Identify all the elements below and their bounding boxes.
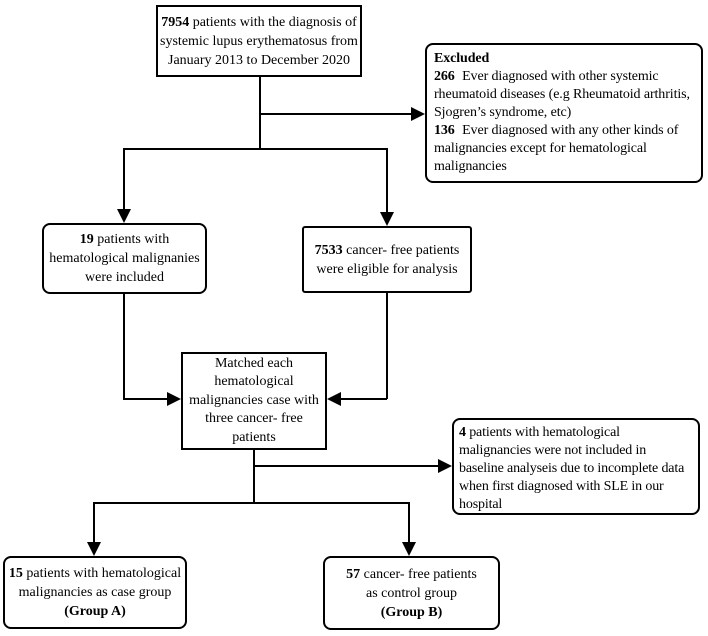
- box-cancer-free-eligible-text: 7533 cancer- free patients were eligible…: [315, 241, 460, 279]
- connector-to-groupA: [93, 502, 95, 542]
- cancer-free-count: 7533: [314, 242, 343, 258]
- group-b-description: cancer- free patients as control group: [363, 566, 477, 601]
- excluded-title: Excluded: [434, 51, 490, 66]
- connector-hema19-down: [123, 293, 125, 399]
- connector-to-hema19: [123, 148, 125, 209]
- hema-count: 19: [79, 232, 94, 247]
- box-matched: Matched each hematological malignancies …: [181, 352, 327, 450]
- excluded-count-1: 266: [434, 69, 455, 84]
- excluded-reason-1: Ever diagnosed with other systemic rheum…: [434, 69, 690, 120]
- arrowhead-to-cancerfree: [380, 212, 394, 226]
- group-a-count: 15: [8, 566, 23, 581]
- connector-hema19-to-matched: [123, 398, 167, 400]
- connector-branch-top: [123, 148, 387, 150]
- arrowhead-to-notincluded: [438, 459, 452, 473]
- connector-cancerfree-to-matched: [341, 398, 387, 400]
- arrowhead-left-to-matched: [167, 392, 181, 406]
- arrowhead-to-excluded: [411, 107, 425, 121]
- cancer-free-description: cancer- free patients were eligible for …: [316, 242, 460, 277]
- box-cancer-free-eligible: 7533 cancer- free patients were eligible…: [302, 226, 472, 293]
- box-excluded: Excluded 266 Ever diagnosed with other s…: [425, 43, 703, 183]
- group-a-label: (Group A): [64, 604, 126, 619]
- box-matched-text: Matched each hematological malignancies …: [189, 355, 319, 445]
- not-included-description: patients with hematological malignancies…: [459, 425, 685, 512]
- connector-cancerfree-down: [386, 292, 388, 399]
- box-hematological-included: 19 patients with hematological malignani…: [42, 223, 207, 294]
- box-group-b: 57 cancer- free patients as control grou…: [323, 556, 500, 630]
- arrowhead-right-to-matched: [327, 392, 341, 406]
- connector-to-cancerfree: [386, 148, 388, 212]
- connector-to-notincluded: [253, 465, 438, 467]
- box-not-included-baseline-text: 4 patients with hematological malignanci…: [459, 424, 693, 514]
- excluded-count-2: 136: [434, 123, 455, 138]
- connector-matched-down: [253, 448, 255, 504]
- box-group-b-text: 57 cancer- free patients as control grou…: [346, 565, 477, 622]
- hema-description: patients with hematological malignanies …: [49, 232, 200, 285]
- connector-branch-bottom: [93, 502, 410, 504]
- box-sle-patients: 7954 patients with the diagnosis of syst…: [156, 5, 362, 77]
- group-b-count: 57: [346, 566, 361, 582]
- connector-to-groupB: [408, 502, 410, 542]
- excluded-reason-2: Ever diagnosed with any other kinds of m…: [434, 123, 679, 174]
- excluded-item-2: 136 Ever diagnosed with any other kinds …: [434, 122, 694, 176]
- sle-patient-count: 7954: [161, 14, 190, 30]
- box-group-a: 15 patients with hematological malignanc…: [3, 556, 187, 629]
- arrowhead-to-groupB: [402, 542, 416, 556]
- not-included-count: 4: [459, 425, 466, 440]
- excluded-item-1: 266 Ever diagnosed with other systemic r…: [434, 68, 694, 122]
- group-b-label: (Group B): [380, 604, 443, 620]
- box-hematological-included-text: 19 patients with hematological malignani…: [49, 230, 199, 287]
- box-group-a-text: 15 patients with hematological malignanc…: [9, 564, 181, 621]
- box-sle-patients-text: 7954 patients with the diagnosis of syst…: [160, 13, 358, 70]
- arrowhead-to-hema19: [117, 209, 131, 223]
- connector-to-excluded: [259, 113, 411, 115]
- group-a-description: patients with hematological malignancies…: [18, 566, 182, 600]
- sle-patients-description: patients with the diagnosis of systemic …: [160, 14, 358, 68]
- arrowhead-to-groupA: [87, 542, 101, 556]
- box-not-included-baseline: 4 patients with hematological malignanci…: [452, 418, 700, 515]
